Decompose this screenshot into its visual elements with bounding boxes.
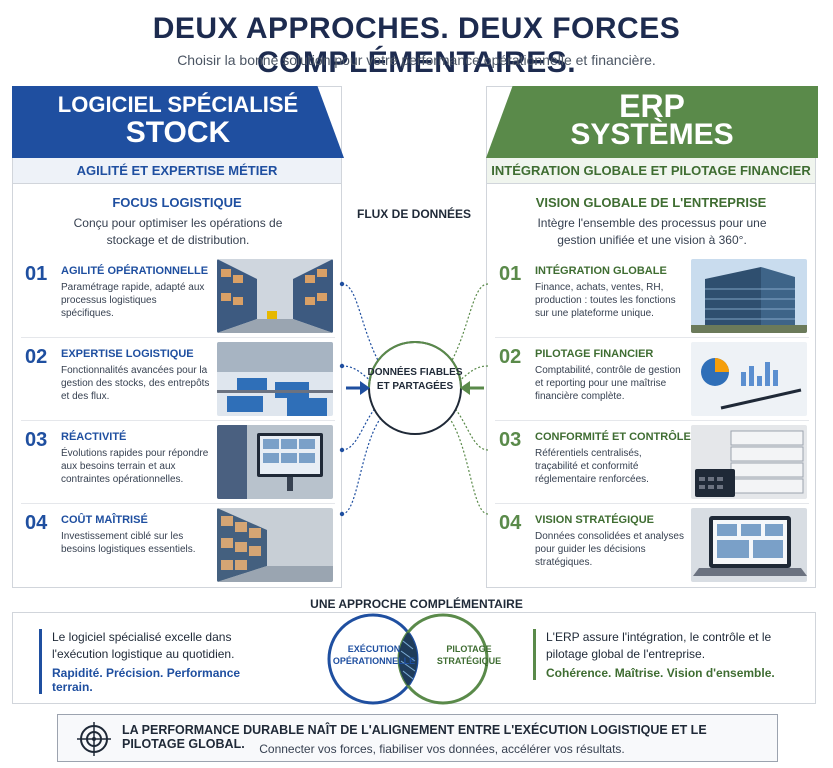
- stock-focus-desc: Conçu pour optimiser les opérations de s…: [73, 216, 283, 247]
- item-title: COÛT MAÎTRISÉ: [61, 514, 148, 526]
- complementary-left: Le logiciel spécialisé excelle dans l'ex…: [39, 629, 279, 694]
- bottom-banner: LA PERFORMANCE DURABLE NAÎT DE L'ALIGNEM…: [57, 714, 778, 762]
- divider: [21, 420, 335, 421]
- stock-header-line1: LOGICIEL SPÉCIALISÉ: [57, 92, 299, 117]
- banner-title: LA PERFORMANCE DURABLE NAÎT DE L'ALIGNEM…: [122, 723, 707, 751]
- item-title: EXPERTISE LOGISTIQUE: [61, 348, 194, 360]
- item-title: RÉACTIVITÉ: [61, 431, 127, 443]
- complementary-right-strong: Cohérence. Maîtrise. Vision d'ensemble.: [546, 666, 775, 680]
- banner-subtitle: Connecter vos forces, fiabiliser vos don…: [259, 742, 625, 756]
- office-building-image: [691, 259, 807, 333]
- laptop-dashboard-image: [691, 508, 807, 582]
- stock-item-2: 02 EXPERTISE LOGISTIQUE Fonctionnalités …: [21, 342, 335, 420]
- erp-item-2: 02 PILOTAGE FINANCIER Comptabilité, cont…: [495, 342, 809, 420]
- item-desc: Fonctionnalités avancées pour la gestion…: [61, 365, 210, 402]
- page-title: DEUX APPROCHES. DEUX FORCES COMPLÉMENTAI…: [152, 12, 681, 79]
- erp-header-line1: ERP: [619, 88, 685, 124]
- erp-focus-desc: Intègre l'ensemble des processus pour un…: [537, 216, 767, 247]
- item-desc: Paramétrage rapide, adapté aux processus…: [61, 282, 205, 319]
- shared-data-circle: DONNÉES FIABLES ET PARTAGÉES: [367, 367, 463, 392]
- stock-panel-header: LOGICIEL SPÉCIALISÉ STOCK: [12, 86, 344, 158]
- erp-panel: ERP SYSTÈMES INTÉGRATION GLOBALE ET PILO…: [486, 86, 818, 588]
- erp-panel-header: ERP SYSTÈMES: [486, 86, 818, 158]
- divider: [21, 503, 335, 504]
- target-icon: [77, 722, 111, 756]
- warehouse-monitor-image: [217, 425, 333, 499]
- item-number: 02: [499, 346, 522, 368]
- venn-diagram: [327, 613, 489, 705]
- item-desc: Investissement ciblé sur les besoins log…: [61, 531, 196, 555]
- item-desc: Données consolidées et analyses pour gui…: [535, 531, 684, 568]
- item-desc: Comptabilité, contrôle de gestion et rep…: [535, 365, 681, 402]
- stock-band: AGILITÉ ET EXPERTISE MÉTIER: [13, 158, 341, 184]
- stock-item-4: 04 COÛT MAÎTRISÉ Investissement ciblé su…: [21, 508, 335, 586]
- data-flow-label: FLUX DE DONNÉES: [356, 207, 471, 221]
- venn-strategic-label: PILOTAGE STRATÉGIQUE: [436, 644, 502, 666]
- item-number: 01: [499, 263, 522, 285]
- item-number: 02: [25, 346, 48, 368]
- stock-item-1: 01 AGILITÉ OPÉRATIONNELLE Paramétrage ra…: [21, 259, 335, 337]
- stock-software-panel: LOGICIEL SPÉCIALISÉ STOCK AGILITÉ ET EXP…: [12, 86, 344, 588]
- venn-execution-label: EXÉCUTION OPÉRATIONNELLE: [332, 644, 416, 666]
- financial-charts-image: [691, 342, 807, 416]
- item-desc: Finance, achats, ventes, RH, production …: [535, 282, 676, 319]
- item-number: 04: [499, 512, 522, 534]
- item-title: CONFORMITÉ ET CONTRÔLE: [535, 431, 691, 443]
- complementary-left-strong: Rapidité. Précision. Performance terrain…: [52, 666, 241, 694]
- item-number: 03: [499, 429, 522, 451]
- erp-header-line2: SYSTÈMES: [570, 118, 734, 151]
- complementary-box: Le logiciel spécialisé excelle dans l'ex…: [12, 612, 816, 705]
- complementary-title: UNE APPROCHE COMPLÉMENTAIRE: [310, 597, 523, 611]
- erp-item-3: 03 CONFORMITÉ ET CONTRÔLE Référentiels c…: [495, 425, 809, 503]
- item-title: INTÉGRATION GLOBALE: [535, 265, 667, 277]
- divider: [495, 337, 809, 338]
- complementary-right: L'ERP assure l'intégration, le contrôle …: [533, 629, 803, 680]
- page-subtitle: Choisir la bonne solution pour votre per…: [177, 52, 656, 68]
- item-desc: Évolutions rapides pour répondre aux bes…: [61, 448, 209, 485]
- item-number: 01: [25, 263, 48, 285]
- conveyor-bins-image: [217, 342, 333, 416]
- divider: [495, 503, 809, 504]
- item-number: 04: [25, 512, 48, 534]
- stock-header-line2: STOCK: [125, 116, 231, 149]
- erp-item-1: 01 INTÉGRATION GLOBALE Finance, achats, …: [495, 259, 809, 337]
- warehouse-boxes-image: [217, 508, 333, 582]
- erp-focus-title: VISION GLOBALE DE L'ENTREPRISE: [535, 195, 767, 210]
- data-flow-connectors: [339, 281, 489, 517]
- binders-calculator-image: [691, 425, 807, 499]
- stock-focus-title: FOCUS LOGISTIQUE: [112, 195, 242, 210]
- item-title: VISION STRATÉGIQUE: [535, 514, 654, 526]
- item-number: 03: [25, 429, 48, 451]
- complementary-left-text: Le logiciel spécialisé excelle dans l'ex…: [52, 630, 235, 661]
- erp-item-4: 04 VISION STRATÉGIQUE Données consolidée…: [495, 508, 809, 586]
- stock-item-3: 03 RÉACTIVITÉ Évolutions rapides pour ré…: [21, 425, 335, 503]
- erp-band: INTÉGRATION GLOBALE ET PILOTAGE FINANCIE…: [487, 158, 815, 184]
- item-title: AGILITÉ OPÉRATIONNELLE: [61, 265, 209, 277]
- divider: [21, 337, 335, 338]
- complementary-right-text: L'ERP assure l'intégration, le contrôle …: [546, 630, 772, 661]
- item-desc: Référentiels centralisés, traçabilité et…: [535, 448, 649, 485]
- item-title: PILOTAGE FINANCIER: [535, 348, 654, 360]
- warehouse-aisle-image: [217, 259, 333, 333]
- divider: [495, 420, 809, 421]
